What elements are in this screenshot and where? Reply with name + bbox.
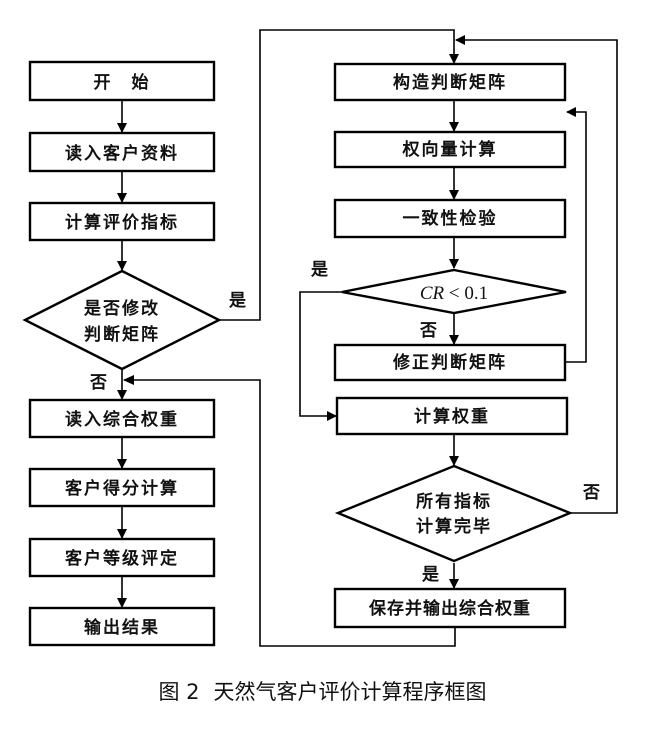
node-calc-index-text: 计算评价指标 bbox=[65, 212, 179, 233]
label-no-cr: 否 bbox=[419, 321, 437, 341]
label-no-modify: 否 bbox=[89, 373, 107, 393]
arrowhead-readweight bbox=[123, 375, 134, 385]
node-all-done: 所有指标 计算完毕 bbox=[334, 464, 574, 563]
cr-var: CR bbox=[420, 283, 445, 304]
node-score-calc: 客户得分计算 bbox=[28, 467, 216, 508]
node-vector-calc: 权向量计算 bbox=[333, 130, 567, 169]
node-all-done-line1: 所有指标 bbox=[416, 491, 492, 512]
edge-yes-to-build bbox=[219, 29, 459, 321]
node-grade-eval: 客户等级评定 bbox=[28, 537, 216, 578]
node-modify-line2: 判断矩阵 bbox=[84, 324, 160, 345]
flowchart: 开 始 读入客户资料 计算评价指标 是否修改 判断矩阵 读入综合权重 客户得分计… bbox=[22, 29, 618, 647]
node-calc-weight: 计算权重 bbox=[335, 396, 569, 436]
figure-caption: 图 2 天然气客户评价计算程序框图 bbox=[0, 676, 645, 706]
edge-alldone-no-to-build bbox=[455, 35, 618, 514]
node-start-text: 开 始 bbox=[94, 72, 151, 93]
node-build-matrix: 构造判断矩阵 bbox=[333, 62, 567, 102]
edge-cr-yes-to-weight bbox=[299, 291, 342, 421]
label-no-alldone: 否 bbox=[582, 483, 600, 503]
node-grade-eval-text: 客户等级评定 bbox=[64, 548, 179, 569]
node-modify-line1: 是否修改 bbox=[84, 298, 160, 319]
label-yes-alldone: 是 bbox=[422, 565, 439, 585]
node-fix-matrix-text: 修正判断矩阵 bbox=[392, 352, 507, 373]
figure-title: 天然气客户评价计算程序框图 bbox=[213, 680, 487, 704]
node-save-output: 保存并输出综合权重 bbox=[333, 587, 567, 629]
label-yes-cr: 是 bbox=[311, 260, 328, 280]
node-read-customer: 读入客户资料 bbox=[28, 131, 216, 173]
node-read-customer-text: 读入客户资料 bbox=[65, 143, 179, 164]
node-fix-matrix: 修正判断矩阵 bbox=[333, 343, 567, 382]
node-consistency: 一致性检验 bbox=[333, 198, 567, 239]
node-start: 开 始 bbox=[28, 60, 216, 102]
edges bbox=[117, 29, 618, 647]
edge-fix-to-vector bbox=[565, 107, 587, 363]
node-save-output-text: 保存并输出综合权重 bbox=[368, 598, 531, 619]
cr-op: < bbox=[444, 283, 464, 304]
edge-save-to-readweight bbox=[124, 379, 456, 647]
node-consistency-text: 一致性检验 bbox=[403, 208, 498, 229]
node-cr-text: CR < 0.1 bbox=[420, 283, 488, 304]
node-output-result: 输出结果 bbox=[28, 606, 216, 647]
node-score-calc-text: 客户得分计算 bbox=[64, 478, 179, 499]
node-output-result-text: 输出结果 bbox=[84, 617, 160, 638]
node-calc-weight-text: 计算权重 bbox=[414, 406, 490, 427]
figure-number: 图 2 bbox=[158, 680, 200, 704]
node-read-weight: 读入综合权重 bbox=[28, 398, 216, 439]
node-vector-calc-text: 权向量计算 bbox=[402, 139, 498, 160]
node-read-weight-text: 读入综合权重 bbox=[65, 409, 179, 430]
node-cr-decision: CR < 0.1 bbox=[341, 268, 567, 315]
node-calc-index: 计算评价指标 bbox=[28, 201, 216, 242]
node-modify-decision: 是否修改 判断矩阵 bbox=[22, 269, 222, 371]
node-build-matrix-text: 构造判断矩阵 bbox=[393, 72, 507, 93]
label-yes-modify: 是 bbox=[229, 291, 246, 311]
cr-val: 0.1 bbox=[464, 283, 488, 304]
node-all-done-line2: 计算完毕 bbox=[416, 516, 492, 537]
